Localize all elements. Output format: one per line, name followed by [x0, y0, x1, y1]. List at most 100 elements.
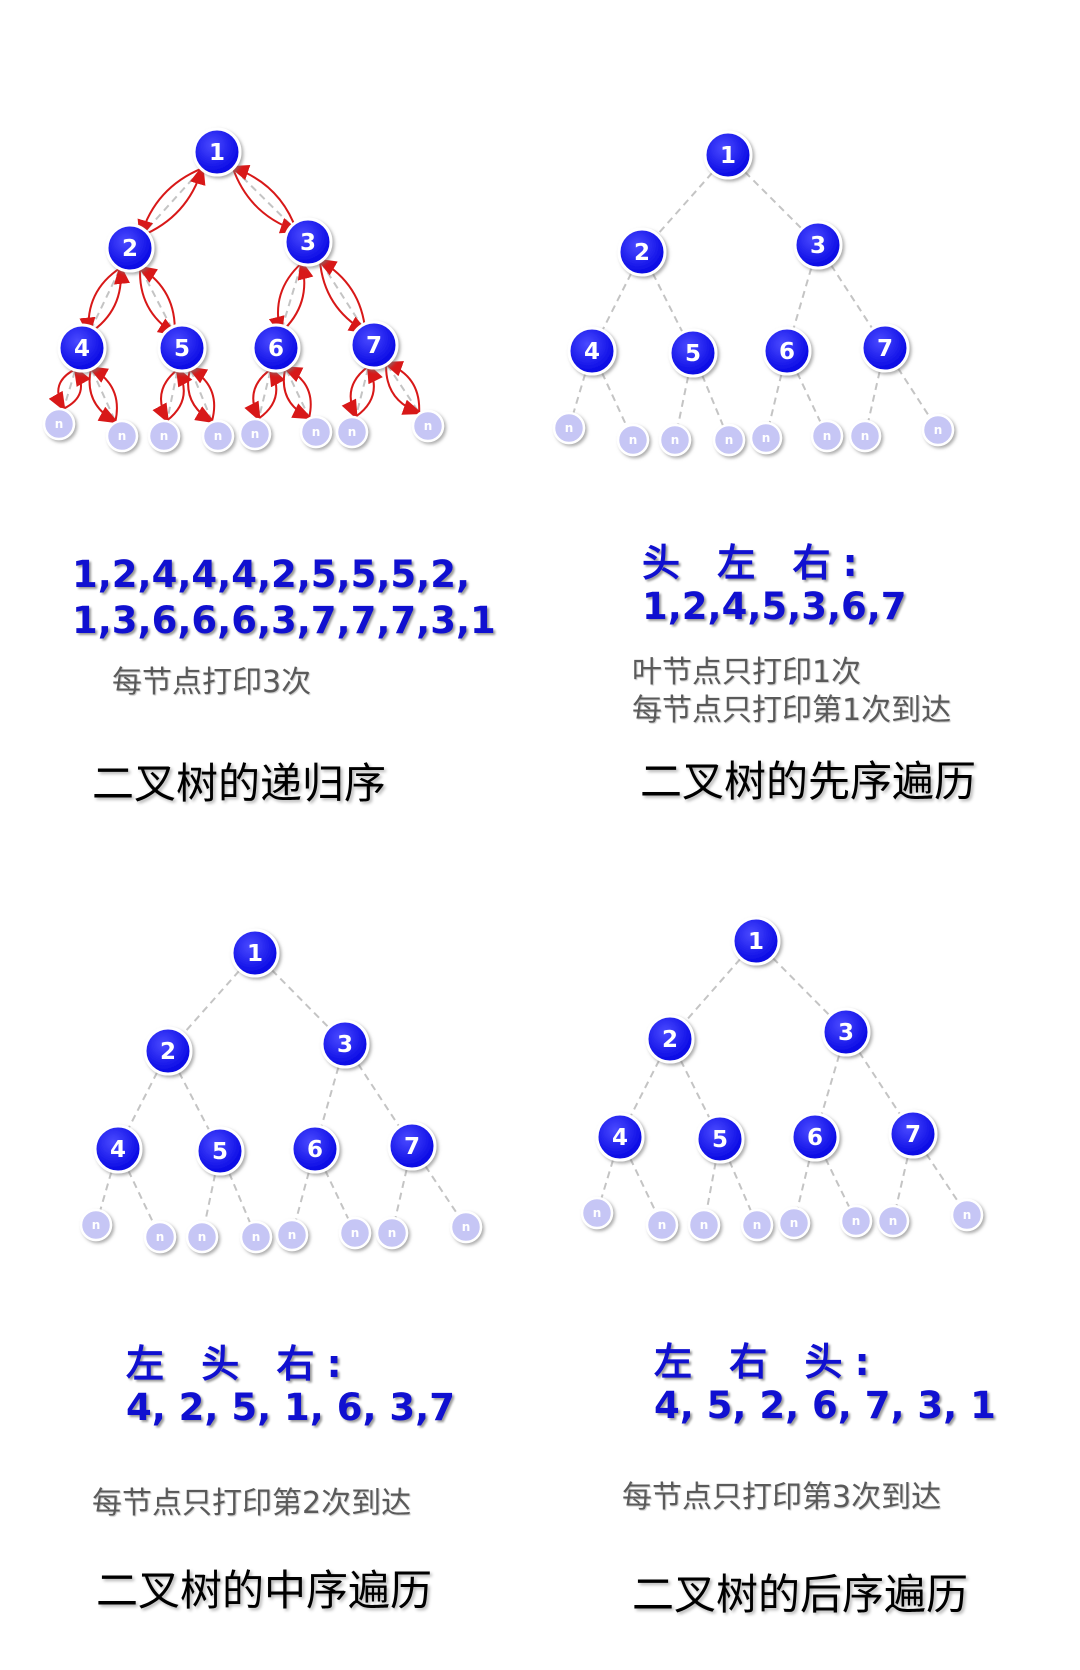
- preorder-sequence: 1,2,4,5,3,6,7: [642, 585, 907, 628]
- tree-edge: [727, 154, 819, 246]
- tree-edge: [254, 952, 346, 1045]
- postorder-order-label: 左 右 头:: [654, 1340, 882, 1384]
- tree-node: 4: [595, 1112, 645, 1162]
- null-node: n: [335, 415, 369, 449]
- null-node: n: [449, 1210, 483, 1244]
- inorder-title: 二叉树的中序遍历: [96, 1566, 433, 1615]
- tree-node: 7: [860, 323, 910, 373]
- null-node-label: n: [348, 425, 357, 439]
- tree-node-label: 2: [160, 1039, 176, 1065]
- tree-node-label: 6: [268, 336, 284, 362]
- null-node: n: [411, 409, 445, 443]
- null-node-label: n: [889, 1214, 898, 1228]
- tree-node: 6: [290, 1124, 340, 1174]
- tree-edge: [755, 940, 847, 1033]
- inorder-note: 每节点只打印第2次到达: [92, 1486, 412, 1521]
- null-node: n: [79, 1208, 113, 1242]
- tree-node: 7: [387, 1121, 437, 1171]
- null-node-label: n: [753, 1218, 762, 1232]
- inorder-sequence: 4, 2, 5, 1, 6, 3,7: [126, 1386, 455, 1429]
- preorder-note-2: 每节点只打印第1次到达: [632, 693, 952, 728]
- tree-edge: [129, 151, 218, 249]
- tree-node-label: 5: [212, 1139, 228, 1165]
- traversal-arrow: [87, 366, 118, 422]
- postorder-sequence: 4, 5, 2, 6, 7, 3, 1: [654, 1384, 996, 1427]
- tree-node-label: 4: [584, 339, 600, 365]
- tree-node-label: 7: [905, 1122, 921, 1148]
- null-node: n: [299, 415, 333, 449]
- null-node-label: n: [762, 431, 771, 445]
- traversal-arrow: [258, 365, 286, 420]
- null-node: n: [740, 1208, 774, 1242]
- preorder-order-label: 头 左 右:: [642, 541, 870, 585]
- null-node: n: [749, 421, 783, 455]
- null-node-label: n: [160, 429, 169, 443]
- tree-node-label: 5: [712, 1127, 728, 1153]
- recursive-title: 二叉树的递归序: [92, 759, 387, 808]
- tree-node-label: 4: [110, 1137, 126, 1163]
- tree-node: 5: [195, 1126, 245, 1176]
- postorder-note: 每节点只打印第3次到达: [622, 1480, 942, 1515]
- null-node: n: [580, 1196, 614, 1230]
- tree-node: 4: [57, 323, 107, 373]
- null-node-label: n: [934, 423, 943, 437]
- tree-node-label: 6: [807, 1125, 823, 1151]
- traversal-arrow: [48, 368, 77, 413]
- tree-node: 2: [105, 223, 155, 273]
- tree-node: 2: [645, 1014, 695, 1064]
- traversal-arrow: [355, 362, 383, 418]
- null-node: n: [275, 1218, 309, 1252]
- tree-node-label: 3: [300, 230, 316, 256]
- null-node-label: n: [658, 1218, 667, 1232]
- null-node-label: n: [198, 1230, 207, 1244]
- null-node-label: n: [92, 1218, 101, 1232]
- tree-node-label: 2: [662, 1027, 678, 1053]
- recursive-sequence-line-2: 1,3,6,6,6,3,7,7,7,3,1: [72, 599, 496, 642]
- tree-node-label: 7: [404, 1134, 420, 1160]
- preorder-note-1: 叶节点只打印1次: [632, 655, 862, 690]
- traversal-arrow: [166, 366, 193, 422]
- tree-node-label: 3: [337, 1032, 353, 1058]
- postorder-title: 二叉树的后序遍历: [632, 1570, 969, 1619]
- tree-node-label: 4: [612, 1125, 628, 1151]
- tree-node: 4: [567, 326, 617, 376]
- inorder-order-label: 左 头 右:: [126, 1342, 354, 1386]
- null-node: n: [645, 1208, 679, 1242]
- tree-node: 6: [762, 326, 812, 376]
- tree-node-label: 5: [174, 336, 190, 362]
- null-node-label: n: [963, 1208, 972, 1222]
- tree-node-label: 5: [685, 341, 701, 367]
- null-node: n: [848, 419, 882, 453]
- null-node: n: [712, 423, 746, 457]
- tree-node-label: 2: [122, 236, 138, 262]
- tree-node: 3: [793, 220, 843, 270]
- tree-node: 3: [821, 1007, 871, 1057]
- tree-node-label: 3: [810, 233, 826, 259]
- traversal-arrow: [281, 366, 312, 418]
- tree-node: 7: [349, 320, 399, 370]
- null-node-label: n: [861, 429, 870, 443]
- tree-node-label: 1: [247, 941, 263, 967]
- tree-node: 5: [157, 323, 207, 373]
- tree-node-label: 2: [634, 240, 650, 266]
- null-node-label: n: [823, 429, 832, 443]
- tree-node: 2: [617, 227, 667, 277]
- null-node: n: [616, 423, 650, 457]
- tree-node: 3: [320, 1019, 370, 1069]
- null-node-label: n: [725, 433, 734, 447]
- null-node-label: n: [671, 433, 680, 447]
- tree-node: 1: [731, 916, 781, 966]
- null-node: n: [810, 419, 844, 453]
- tree-node: 6: [790, 1112, 840, 1162]
- null-node: n: [876, 1204, 910, 1238]
- tree-node: 1: [230, 928, 280, 978]
- tree-node-label: 6: [779, 339, 795, 365]
- null-node-label: n: [424, 419, 433, 433]
- tree-node: 5: [695, 1114, 745, 1164]
- null-node: n: [777, 1206, 811, 1240]
- null-node: n: [338, 1216, 372, 1250]
- traversal-arrow: [152, 368, 179, 424]
- null-node-label: n: [55, 417, 64, 431]
